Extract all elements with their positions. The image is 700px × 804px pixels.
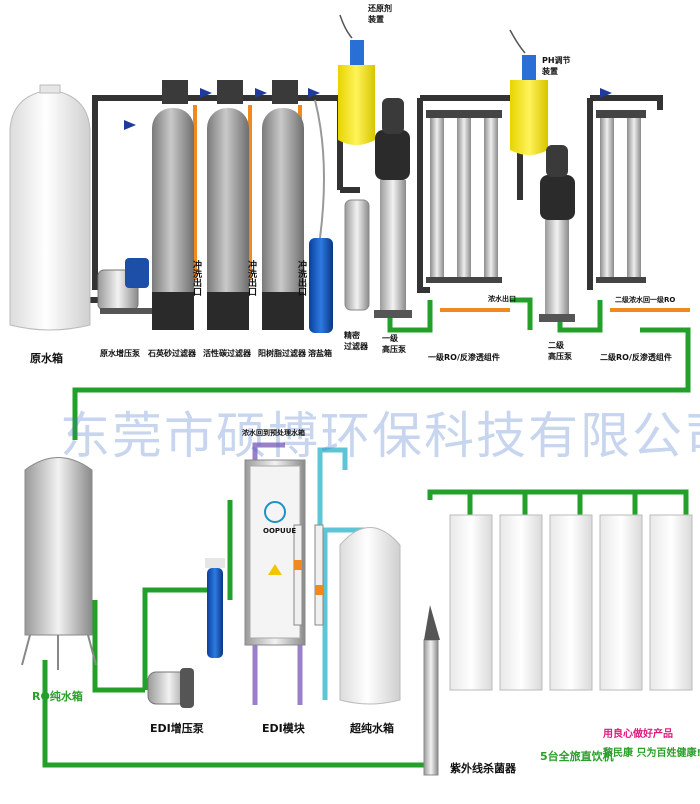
edi-conc-label: 浓水回到预处理水箱 <box>242 429 305 437</box>
high-pressure-pump-1 <box>374 98 412 318</box>
rinse-out-1: 冲洗出口 <box>191 260 201 296</box>
brine-tank-label: 溶盐箱 <box>308 349 332 358</box>
ro1-label: 一级RO/反渗透组件 <box>428 353 500 362</box>
carbon-filter-label: 活性碳过滤器 <box>203 349 251 358</box>
ph-dosing-tank <box>509 29 548 155</box>
up-tank-label: 超纯水箱 <box>350 722 394 735</box>
conc-out-label: 浓水出口 <box>488 295 516 303</box>
precision-filter-label: 精密 过滤器 <box>344 331 368 351</box>
reducer-dosing-tank <box>338 14 375 145</box>
ro-stage1-membranes <box>426 110 502 283</box>
resin-filter-label: 阳树脂过滤器 <box>258 349 306 358</box>
ro2-label: 二级RO/反渗透组件 <box>600 353 672 362</box>
ultra-pure-water-tank <box>339 527 401 705</box>
water-dispensers <box>449 514 693 691</box>
quartz-filter-label: 石英砂过滤器 <box>148 349 196 358</box>
edi-pump-label: EDI增压泵 <box>150 722 204 735</box>
hp-pump2-label: 二级 高压泵 <box>548 341 572 361</box>
watermark: 东莞市硕博环保科技有限公司 <box>60 407 700 465</box>
uv-label: 紫外线杀菌器 <box>450 762 516 775</box>
hp-pump1-label: 一级 高压泵 <box>382 334 406 354</box>
edi-module-label: EDI模块 <box>262 722 305 735</box>
precision-filter <box>344 199 370 311</box>
uv-sterilizer <box>423 605 440 776</box>
high-pressure-pump-2 <box>539 145 575 322</box>
edi-brand: OOPUUE <box>263 527 297 535</box>
ro-tank-label: RO纯水箱 <box>32 690 83 703</box>
ro2-conc-label: 二级浓水回一级RO <box>615 296 676 304</box>
quartz-sand-filter <box>152 80 194 330</box>
green-pipes <box>42 297 691 768</box>
ph-title: PH调节 装置 <box>542 56 571 76</box>
raw-water-pump <box>97 258 152 314</box>
slogan-2: 黎民康 只为百姓健康! <box>603 748 700 759</box>
ro-stage2-membranes <box>596 110 646 283</box>
rinse-out-2: 冲洗出口 <box>246 260 256 296</box>
slogan-1: 用良心做好产品 <box>603 729 673 740</box>
activated-carbon-filter <box>207 80 249 330</box>
edi-cartridge-filter <box>205 558 225 658</box>
dispensers-label: 5台全旅直饮机 <box>540 750 614 763</box>
reducer-title: 还原剂 装置 <box>368 4 392 24</box>
ro-pure-water-tank <box>21 457 97 670</box>
edi-booster-pump <box>147 668 194 708</box>
brine-tank <box>309 99 333 333</box>
flow-arrows <box>124 88 612 130</box>
raw-water-tank <box>9 84 91 331</box>
raw-pump-label: 原水增压泵 <box>100 349 140 358</box>
rinse-out-3: 冲洗出口 <box>296 260 306 296</box>
cation-resin-filter <box>262 80 304 330</box>
flowmeters <box>293 524 324 626</box>
raw-tank-label: 原水箱 <box>30 352 63 365</box>
